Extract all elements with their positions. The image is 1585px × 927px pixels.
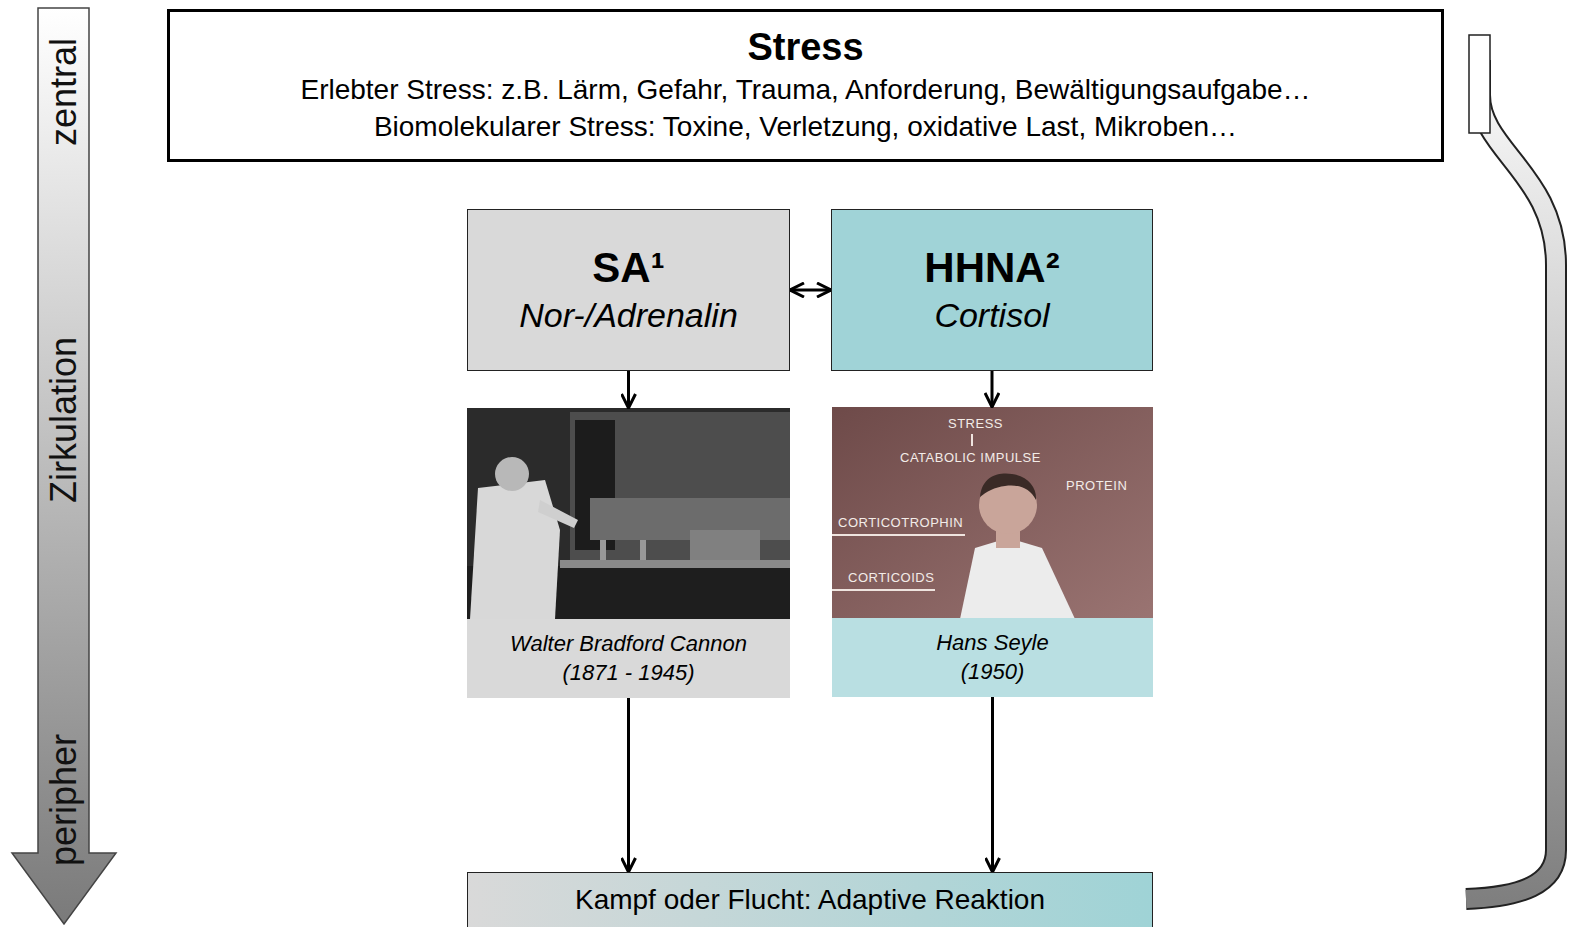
caption-strip: Hans Seyle (1950)	[832, 618, 1153, 697]
axis-label: zentral	[42, 38, 85, 146]
outcome-text: Kampf oder Flucht: Adaptive Reaktion	[565, 882, 1055, 918]
chalk-text: CATABOLIC IMPULSE	[900, 450, 1041, 466]
heading-text: SA¹	[582, 243, 674, 293]
hormone-text: Cortisol	[924, 293, 1059, 337]
hhna-box: HHNA²Cortisol	[831, 209, 1153, 371]
axis-label: Zirkulation	[42, 337, 85, 503]
connector-arrow	[627, 371, 630, 408]
body-text: Biomolekularer Stress: Toxine, Verletzun…	[364, 108, 1247, 146]
stress-box: StressErlebter Stress: z.B. Lärm, Gefahr…	[167, 9, 1444, 162]
axis-label: peripher	[42, 734, 85, 866]
seyle-photo	[832, 407, 1153, 619]
feedback-bar	[1469, 35, 1490, 133]
hormone-text: Nor-/Adrenalin	[509, 293, 748, 337]
connector-arrow	[627, 698, 630, 872]
feedback-bracket-outline	[1466, 60, 1556, 899]
photo-caption: Walter Bradford Cannon (1871 - 1945)	[467, 408, 790, 698]
outcome-box: Kampf oder Flucht: Adaptive Reaktion	[467, 872, 1153, 927]
caption-text: Walter Bradford Cannon (1871 - 1945)	[491, 630, 766, 687]
chalk-text: CORTICOTROPHIN	[838, 515, 963, 531]
heading-text: HHNA²	[914, 243, 1069, 293]
connector-arrow	[790, 289, 831, 292]
chalk-text: STRESS	[948, 416, 1003, 432]
chalk-text: PROTEIN	[1066, 478, 1127, 494]
body-text: Erlebter Stress: z.B. Lärm, Gefahr, Trau…	[290, 71, 1320, 109]
caption-strip: Walter Bradford Cannon (1871 - 1945)	[467, 619, 790, 698]
connector-arrow	[991, 697, 994, 872]
axis-arrow	[12, 8, 116, 924]
title-text: Stress	[737, 25, 873, 71]
connector-arrow	[991, 371, 994, 407]
caption-text: Hans Seyle (1950)	[908, 629, 1078, 686]
cannon-photo	[467, 408, 790, 619]
feedback-bracket	[1466, 60, 1556, 899]
chalk-text: CORTICOIDS	[848, 570, 934, 586]
sa-box: SA¹Nor-/Adrenalin	[467, 209, 790, 371]
